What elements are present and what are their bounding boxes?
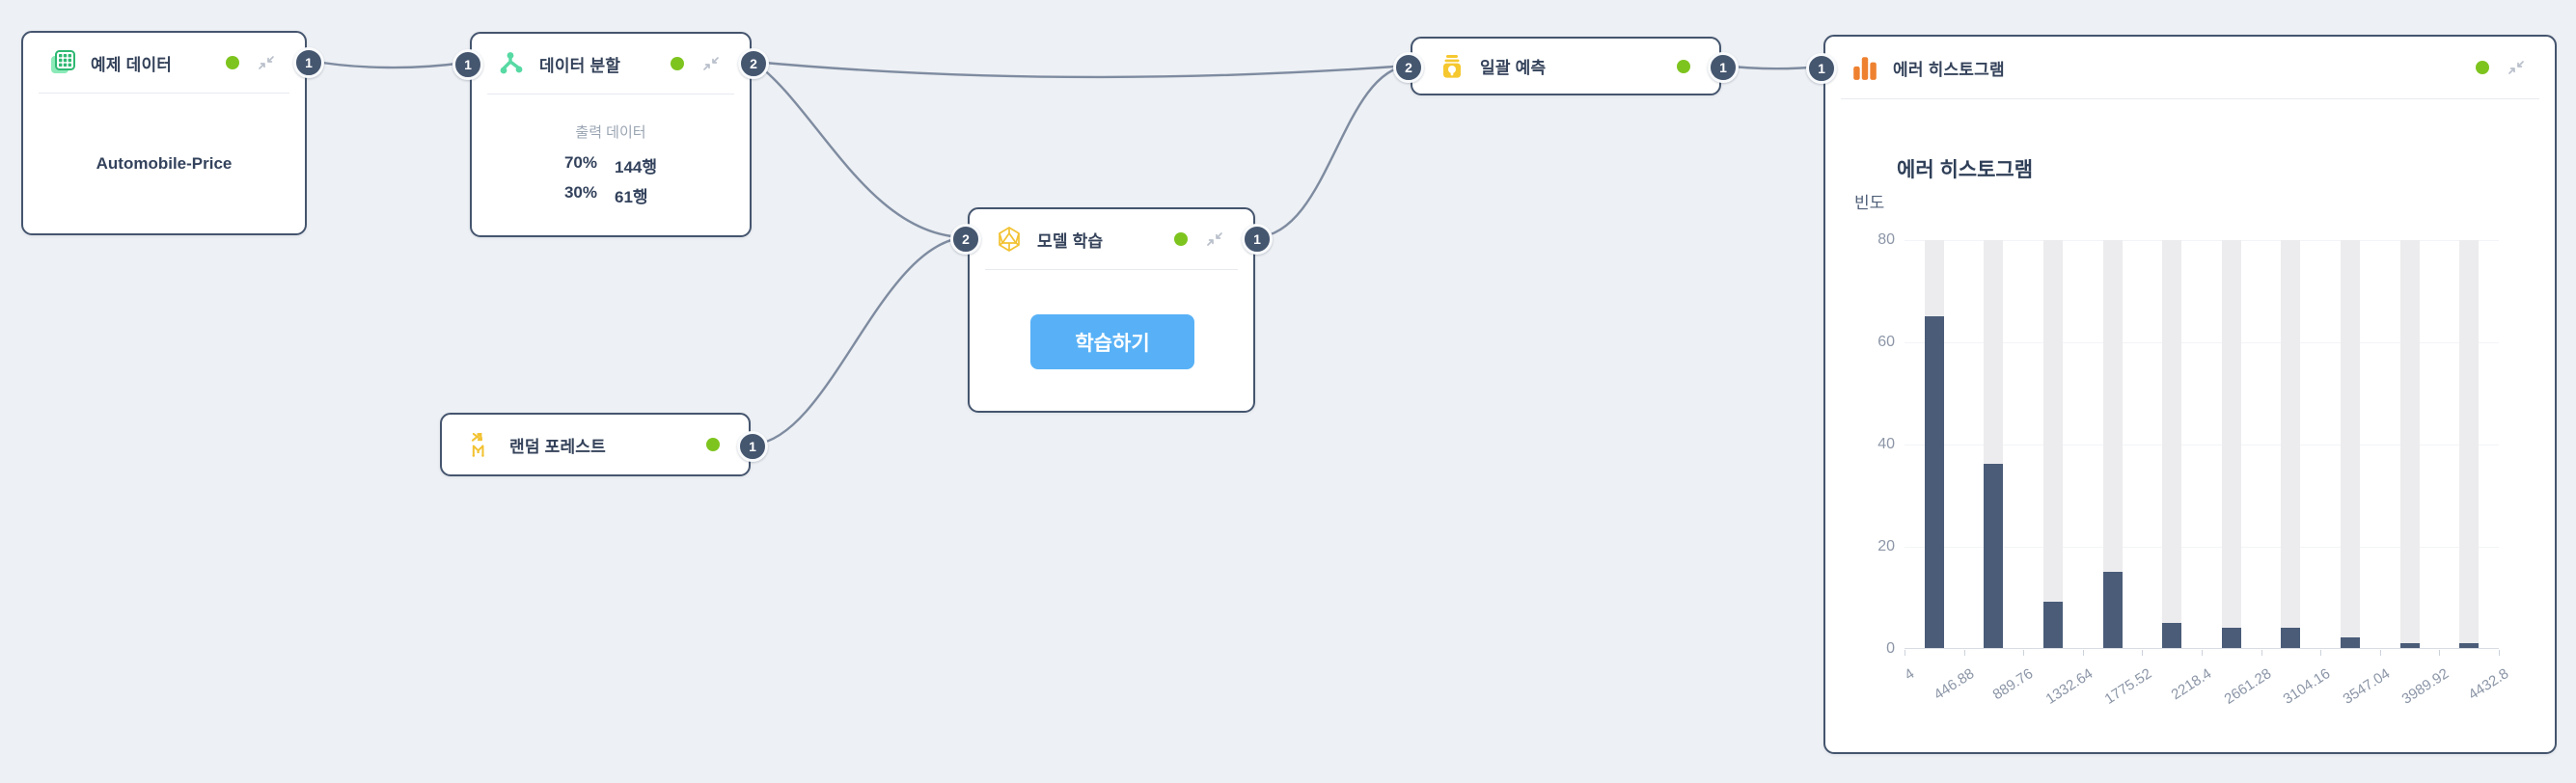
x-tickmark [2439, 650, 2441, 656]
y-axis-ticks: 0 20 40 60 80 [1825, 231, 1895, 657]
input-port[interactable]: 1 [1806, 53, 1837, 84]
node-model-train[interactable]: 모델 학습 학습하기 2 1 [950, 207, 1273, 413]
x-tickmark [2261, 650, 2262, 656]
histogram-bar [2459, 642, 2480, 648]
node-title: 데이터 분할 [539, 56, 621, 75]
histogram-bar [2221, 627, 2241, 648]
status-dot [671, 57, 684, 70]
output-port[interactable]: 1 [293, 47, 324, 78]
status-dot [1174, 232, 1188, 246]
collapse-icon[interactable] [2507, 58, 2526, 77]
edge-train-to-predict[interactable] [1254, 64, 1411, 239]
histogram-bar [2341, 637, 2360, 648]
divider [39, 93, 289, 94]
y-tick-label: 0 [1886, 640, 1895, 657]
histogram-bar [2102, 571, 2123, 648]
x-tickmark [2499, 650, 2500, 656]
node-batch-predict[interactable]: 일괄 예측 2 1 [1393, 37, 1739, 95]
split-result-table: 70% 144행 30% 61행 [472, 153, 750, 207]
gridline [1905, 445, 2499, 446]
y-tick-label: 60 [1877, 334, 1895, 350]
collapse-icon[interactable] [257, 53, 276, 72]
bar-chart-icon [1850, 53, 1879, 82]
prediction-lamp-icon [1438, 52, 1466, 81]
input-port[interactable]: 2 [1393, 52, 1424, 83]
histogram-bar-track [2341, 240, 2360, 648]
split-count: 61행 [615, 188, 648, 206]
input-port[interactable]: 2 [950, 224, 981, 255]
histogram-bar [2162, 622, 2182, 648]
histogram-bar [2043, 602, 2063, 648]
node-title: 일괄 예측 [1480, 59, 1547, 77]
output-port[interactable]: 2 [738, 48, 769, 79]
histogram-bar-track [2399, 240, 2420, 648]
status-dot [226, 56, 239, 69]
x-tickmark [2379, 650, 2381, 656]
x-tickmark [2202, 650, 2203, 656]
histogram-bar [2399, 642, 2420, 648]
chart-ylabel: 빈도 [1854, 194, 1885, 212]
collapse-icon[interactable] [701, 54, 721, 73]
node-title: 모델 학습 [1037, 231, 1104, 251]
histogram-bar-track [2221, 240, 2241, 648]
node-title: 예제 데이터 [91, 55, 173, 74]
gridline [1905, 547, 2499, 548]
x-tickmark [2023, 650, 2025, 656]
y-tick-label: 20 [1877, 538, 1895, 554]
edge-split-to-train[interactable] [752, 60, 968, 239]
split-pct: 70% [563, 153, 597, 172]
x-tickmark [2320, 650, 2322, 656]
histogram-bar [1984, 464, 2004, 648]
histogram-bar [1924, 315, 1944, 648]
split-pct: 30% [563, 183, 597, 202]
node-random-forest[interactable]: 랜덤 포레스트 1 [440, 413, 768, 476]
output-port[interactable]: 1 [737, 431, 768, 462]
polyhedron-model-icon [995, 225, 1024, 254]
edge-sample-to-split[interactable] [309, 59, 466, 69]
output-data-label: 출력 데이터 [575, 124, 646, 141]
histogram-bar-track [2459, 240, 2480, 648]
y-tick-label: 40 [1877, 436, 1895, 452]
status-dot [706, 438, 720, 451]
node-title: 에러 히스토그램 [1893, 60, 2005, 79]
x-tickmark [2142, 650, 2144, 656]
histogram-bar-track [2162, 240, 2182, 648]
random-forest-icon [467, 430, 496, 459]
histogram-bar [2281, 627, 2301, 648]
x-tickmark [1963, 650, 1965, 656]
split-icon [497, 49, 526, 78]
train-button[interactable]: 학습하기 [1030, 314, 1194, 369]
gridline [1905, 240, 2499, 241]
gridline [1905, 342, 2499, 343]
input-port[interactable]: 1 [452, 49, 483, 80]
histogram-bar-track [2281, 240, 2301, 648]
status-dot [1677, 59, 1690, 73]
divider [1841, 98, 2539, 99]
y-tick-label: 80 [1877, 231, 1895, 248]
dataset-name: Automobile-Price [96, 153, 233, 173]
edge-forest-to-train[interactable] [753, 235, 968, 446]
histogram-bar-track [2043, 240, 2063, 648]
x-tickmark [2082, 650, 2084, 656]
output-port[interactable]: 1 [1708, 52, 1739, 83]
output-port[interactable]: 1 [1242, 224, 1273, 255]
divider [985, 269, 1238, 270]
node-title: 랜덤 포레스트 [509, 437, 606, 456]
table-icon [48, 48, 77, 77]
histogram-plot [1905, 240, 2499, 649]
histogram-bar-track [2102, 240, 2123, 648]
split-count: 144행 [615, 158, 658, 176]
chart-title: 에러 히스토그램 [1897, 159, 2034, 181]
node-sample-data[interactable]: 예제 데이터 Automobile-Price 1 [21, 31, 324, 235]
edge-split-to-predict[interactable] [752, 60, 1411, 79]
status-dot [2476, 61, 2489, 74]
collapse-icon[interactable] [1205, 230, 1224, 249]
node-data-split[interactable]: 데이터 분할 출력 데이터 70% 144행 30% 61행 1 2 [452, 32, 769, 237]
